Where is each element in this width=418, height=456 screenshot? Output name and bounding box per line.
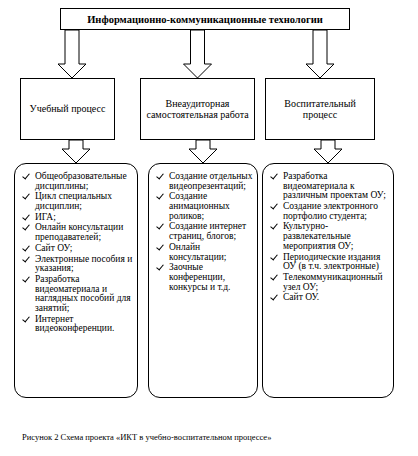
list-item: Онлайн консультации преподавателей; bbox=[21, 223, 133, 242]
process-box: Воспитательный процесс bbox=[265, 78, 375, 140]
caption: Рисунок 2 Схема проекта «ИКТ в учебно-во… bbox=[22, 432, 271, 442]
list-box: Общеобразовательные дисциплины;Цикл спец… bbox=[14, 163, 138, 398]
list-item: Телекоммуникационный узел ОУ; bbox=[269, 273, 389, 292]
list-item: Культурно-развлекательные мероприятия ОУ… bbox=[269, 222, 389, 251]
list-item: Сайт ОУ; bbox=[21, 244, 133, 254]
block-arrow bbox=[306, 30, 334, 78]
title-box: Информационно-коммуникационные технологи… bbox=[60, 8, 350, 30]
list-item: Цикл специальных дисциплин; bbox=[21, 192, 133, 211]
list-item: Создание отдельных видеопрезентаций; bbox=[155, 172, 253, 191]
list-item: Онлайн консультации; bbox=[155, 243, 253, 262]
process-box: Внеаудиторная самостоятельная работа bbox=[140, 78, 255, 140]
box-label: Внеаудиторная самостоятельная работа bbox=[144, 98, 251, 121]
list-item: Заочные конференции, конкурсы и т.д. bbox=[155, 263, 253, 292]
block-arrow bbox=[189, 140, 217, 163]
list-item: ИГА; bbox=[21, 213, 133, 223]
list-item: Создание интернет страниц, блогов; bbox=[155, 222, 253, 241]
block-arrow bbox=[62, 140, 90, 163]
block-arrow bbox=[184, 30, 212, 78]
list-item: Создание электронного портфолио студента… bbox=[269, 202, 389, 221]
box-label: Воспитательный процесс bbox=[269, 98, 371, 121]
list-item: Периодические издания ОУ (в т.ч. электро… bbox=[269, 253, 389, 272]
process-box: Учебный процесс bbox=[20, 78, 115, 140]
list-item: Создание анимационных роликов; bbox=[155, 192, 253, 221]
list-item: Интернет видеоконференции. bbox=[21, 315, 133, 334]
list-box: Разработка видеоматериала к различным пр… bbox=[262, 163, 394, 398]
block-arrow bbox=[58, 30, 86, 78]
list-item: Электронные пособия и указания; bbox=[21, 255, 133, 274]
list-box: Создание отдельных видеопрезентаций;Созд… bbox=[148, 163, 258, 398]
list-item: Разработка видеоматериала к различным пр… bbox=[269, 172, 389, 201]
list-item: Общеобразовательные дисциплины; bbox=[21, 172, 133, 191]
block-arrow bbox=[314, 140, 342, 163]
list-item: Сайт ОУ. bbox=[269, 293, 389, 303]
box-label: Информационно-коммуникационные технологи… bbox=[87, 14, 323, 25]
list-item: Разработка видеоматериала и наглядных по… bbox=[21, 275, 133, 314]
box-label: Учебный процесс bbox=[30, 103, 106, 115]
